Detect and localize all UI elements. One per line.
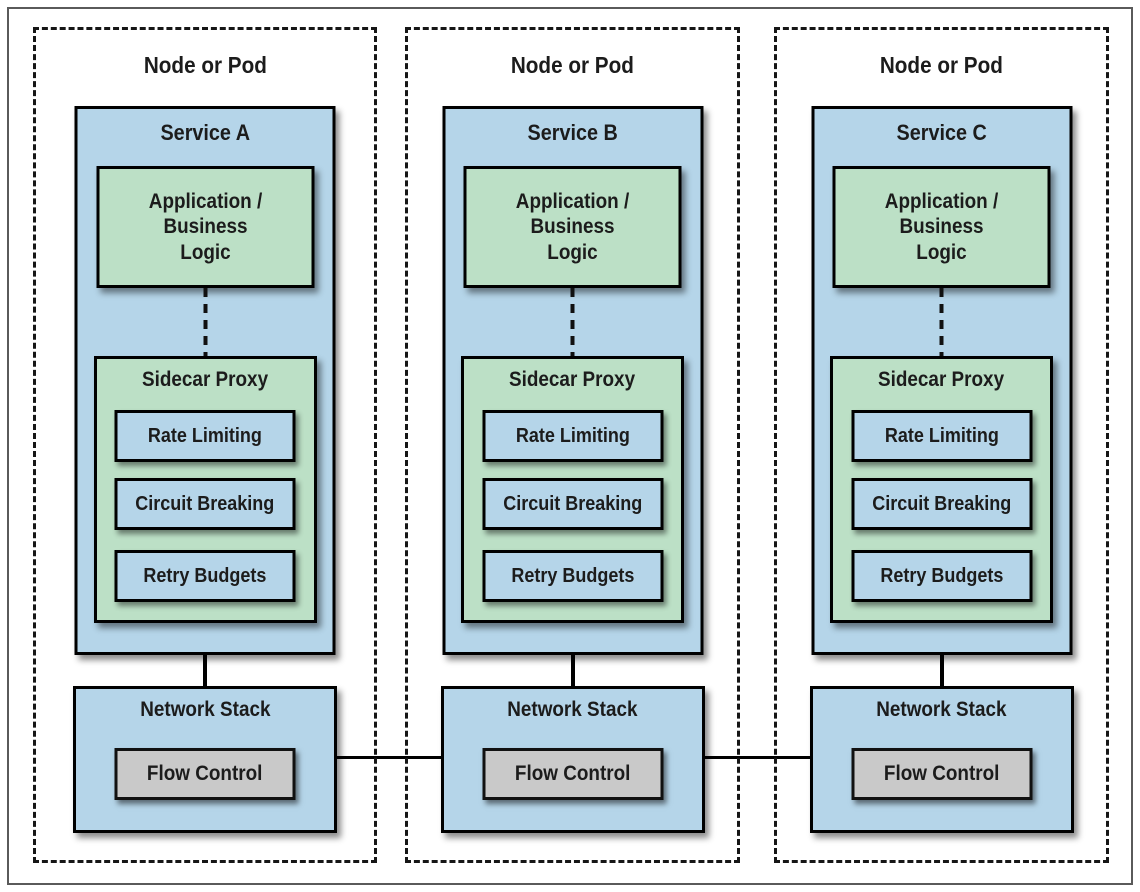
network-stack-box: Network Stack Flow Control (440, 686, 705, 833)
node-label-text: Node or Pod (510, 52, 635, 78)
node-label: Node or Pod (777, 52, 1106, 79)
figure-border (7, 7, 1133, 885)
node-label: Node or Pod (36, 52, 374, 79)
service-network-connector (570, 652, 575, 687)
flow-control-box: Flow Control (482, 748, 663, 800)
app-sidecar-dashed-connector (570, 288, 575, 357)
service-network-connector (939, 652, 944, 687)
service-c-box: Service C Application / Business Logic S… (811, 106, 1072, 655)
service-network-connector (203, 652, 207, 687)
retry-budgets-box: Retry Budgets (851, 550, 1032, 602)
application-label: Application / Business Logic (884, 189, 999, 264)
flow-control-box: Flow Control (851, 748, 1032, 800)
service-label: Service B (527, 120, 618, 145)
network-stack-box: Network Stack Flow Control (809, 686, 1074, 833)
service-label: Service A (160, 120, 250, 145)
application-label: Application / Business Logic (148, 189, 262, 264)
node-or-pod-panel-1: Node or Pod Service A Application / Busi… (33, 27, 377, 863)
retry-budgets-box: Retry Budgets (482, 550, 663, 602)
circuit-breaking-box: Circuit Breaking (851, 478, 1032, 530)
network-label: Network Stack (507, 698, 638, 721)
flow-control-box: Flow Control (114, 748, 296, 800)
node-or-pod-panel-3: Node or Pod Service C Application / Busi… (774, 27, 1109, 863)
network-stack-box: Network Stack Flow Control (73, 686, 337, 833)
service-b-box: Service B Application / Business Logic S… (442, 106, 703, 655)
node-or-pod-panel-2: Node or Pod Service B Application / Busi… (405, 27, 740, 863)
sidecar-label: Sidecar Proxy (878, 368, 1005, 391)
app-sidecar-dashed-connector (939, 288, 944, 357)
sidecar-proxy-box: Sidecar Proxy Rate Limiting Circuit Brea… (830, 356, 1053, 623)
application-box: Application / Business Logic (463, 166, 682, 288)
node-label-text: Node or Pod (879, 52, 1004, 78)
service-label: Service C (896, 120, 987, 145)
network-label: Network Stack (139, 698, 271, 721)
application-label: Application / Business Logic (515, 189, 630, 264)
sidecar-proxy-box: Sidecar Proxy Rate Limiting Circuit Brea… (461, 356, 684, 623)
sidecar-label: Sidecar Proxy (509, 368, 636, 391)
node-label-text: Node or Pod (143, 52, 267, 78)
circuit-breaking-box: Circuit Breaking (482, 478, 663, 530)
rate-limiting-box: Rate Limiting (114, 410, 296, 462)
sidecar-proxy-box: Sidecar Proxy Rate Limiting Circuit Brea… (93, 356, 317, 623)
retry-budgets-box: Retry Budgets (114, 550, 296, 602)
circuit-breaking-box: Circuit Breaking (114, 478, 296, 530)
rate-limiting-box: Rate Limiting (851, 410, 1032, 462)
application-box: Application / Business Logic (96, 166, 314, 288)
service-a-box: Service A Application / Business Logic S… (74, 106, 336, 655)
sidecar-label: Sidecar Proxy (141, 368, 269, 391)
rate-limiting-box: Rate Limiting (482, 410, 663, 462)
app-sidecar-dashed-connector (203, 288, 207, 357)
application-box: Application / Business Logic (832, 166, 1051, 288)
node-label: Node or Pod (408, 52, 737, 79)
network-label: Network Stack (876, 698, 1007, 721)
